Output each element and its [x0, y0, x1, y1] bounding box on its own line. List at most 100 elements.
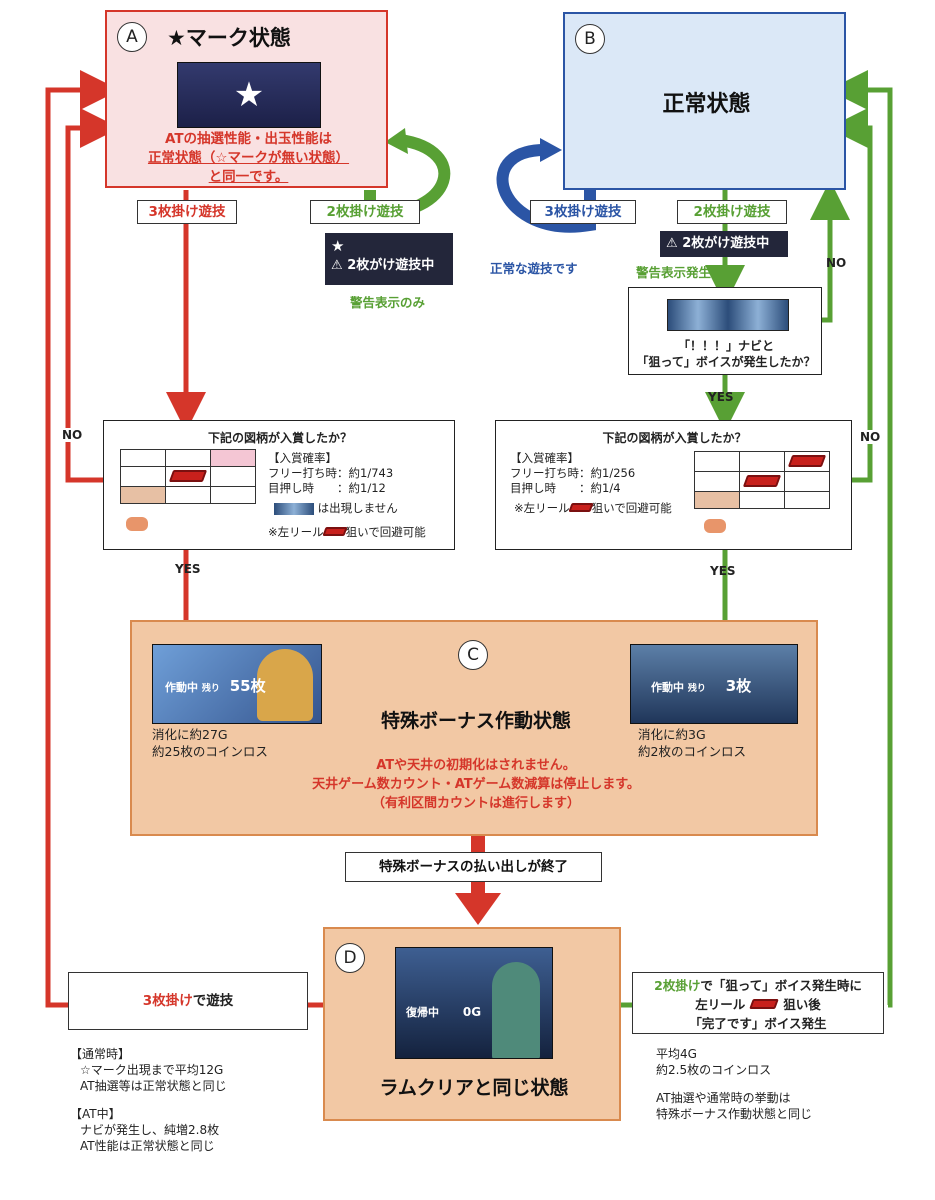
c-left-remain-label: 残り [201, 684, 220, 694]
payout-end-label: 特殊ボーナスの払い出しが終了 [345, 852, 602, 882]
state-b-title: 正常状態 [662, 92, 751, 117]
d-right-note-3: AT抽選や通常時の挙動は [656, 1091, 791, 1105]
cherry-symbol-icon [126, 517, 148, 531]
cherry-symbol-icon [704, 519, 726, 533]
question-left-not-appear: は出現しません [317, 501, 398, 515]
question-right-prob-header: 【入賞確率】 [510, 451, 579, 465]
seven-symbol-icon [168, 470, 208, 482]
state-a-desc-1: ATの抽選性能・出玉性能は [164, 131, 333, 147]
state-a-desc-2: 正常状態（☆マークが無い状態） [147, 150, 350, 166]
state-a-box: A ★マーク状態 ★ ATの抽選性能・出玉性能は 正常状態（☆マークが無い状態）… [105, 10, 388, 188]
d-right-line2-pre: 左リール [695, 997, 746, 1012]
a-warning-text: 2枚がけ遊技中 [347, 258, 435, 273]
d-screen-value: 0G [462, 1005, 482, 1019]
b-warning-caption: 警告表示発生 [636, 265, 712, 280]
c-right-remain-value: 3枚 [725, 677, 752, 695]
c-left-note-2: 約25枚のコインロス [152, 744, 268, 759]
c-right-note-2: 約2枚のコインロス [638, 744, 746, 759]
b-bet3-label: 3枚掛け遊技 [530, 200, 636, 224]
warning-icon: ⚠ [331, 258, 343, 273]
a-warning-caption: 警告表示のみ [350, 295, 426, 310]
c-right-remain-label: 残り [687, 684, 706, 694]
c-red-line-3: （有利区間カウントは進行します） [371, 796, 580, 811]
d-left-normal-2: AT抽選等は正常状態と同じ [80, 1079, 227, 1093]
c-right-note-1: 消化に約3G [638, 727, 706, 742]
star-mark-screen: ★ [177, 62, 321, 128]
b-warning-text: 2枚がけ遊技中 [682, 236, 770, 251]
c-left-note-1: 消化に約27G [152, 727, 228, 742]
b-no-top-label: NO [826, 256, 847, 270]
d-left-at-2: AT性能は正常状態と同じ [80, 1139, 215, 1153]
d-left-label-red: 3枚掛け [142, 993, 193, 1009]
b-bet2-label: 2枚掛け遊技 [677, 200, 787, 224]
d-left-label: 3枚掛けで遊技 [68, 972, 308, 1030]
navi-reel-image [667, 299, 789, 331]
question-left-box: 下記の図柄が入賞したか？ 【入賞確率】 フリー打ち時：約1/743 目押し時 ：… [103, 420, 455, 550]
a-bet3-label: 3枚掛け遊技 [137, 200, 237, 224]
question-right-grid [694, 451, 830, 509]
d-right-note-4: 特殊ボーナス作動状態と同じ [656, 1107, 813, 1121]
green-no-side [828, 108, 873, 483]
state-c-circle: C [458, 640, 488, 670]
question-left-avoid-pre: ※左リール [268, 525, 324, 539]
d-left-normal-header: 【通常時】 [70, 1047, 131, 1061]
warning-icon: ⚠ [666, 236, 678, 251]
d-left-normal-1: ☆マーク出現まで平均12G [80, 1063, 224, 1077]
b-no-side-label: NO [860, 430, 881, 444]
blue-loop-b [496, 144, 596, 233]
question-left-prob-eye: 目押し時 ：約1/12 [268, 481, 386, 495]
question-right-box: 下記の図柄が入賞したか？ 【入賞確率】 フリー打ち時：約1/256 目押し時 ：… [495, 420, 852, 550]
b-warning-screen: ⚠ 2枚がけ遊技中 [660, 231, 788, 257]
green-no-top [810, 180, 850, 323]
question-right-prob-free: フリー打ち時：約1/256 [510, 466, 636, 480]
state-b-circle: B [575, 24, 605, 54]
question-left-avoid-post: 狙いで回避可能 [345, 525, 426, 539]
seven-symbol-icon [749, 999, 780, 1009]
question-right-prob-eye: 目押し時 ：約1/4 [510, 481, 621, 495]
question-left-prob-header: 【入賞確率】 [268, 451, 337, 465]
b-yes-bottom-label: YES [710, 564, 736, 578]
green-loop-outer [828, 70, 893, 1008]
state-d-circle: D [335, 943, 365, 973]
question-right-title: 下記の図柄が入賞したか？ [602, 431, 747, 445]
d-right-line3: 「完了です」ボイス発生 [689, 1016, 827, 1031]
d-right-line2-post: 狙い後 [783, 997, 821, 1012]
seven-symbol-icon [568, 503, 594, 512]
d-right-line1-green: 2枚掛け [654, 978, 701, 993]
a-bet2-label: 2枚掛け遊技 [310, 200, 420, 224]
d-screen-status: 復帰中 [406, 1006, 439, 1019]
question-left-grid [120, 449, 256, 504]
seven-symbol-icon [787, 455, 827, 467]
question-left-title: 下記の図柄が入賞したか？ [207, 431, 352, 445]
c-red-line-2: 天井ゲーム数カウント・ATゲーム数減算は停止します。 [312, 777, 640, 792]
navi-question-box: 「！！！」ナビと 「狙って」ボイスが発生したか？ [628, 287, 822, 375]
question-right-avoid-post: 狙いで回避可能 [591, 501, 672, 515]
d-right-note-1: 平均4G [656, 1047, 697, 1061]
d-left-at-header: 【AT中】 [70, 1107, 121, 1121]
star-icon: ★ [233, 75, 265, 115]
state-a-desc-3: と同一です。 [208, 169, 289, 185]
c-right-status: 作動中 [651, 681, 684, 694]
b-yes-label: YES [708, 390, 734, 404]
state-a-circle: A [117, 22, 147, 52]
state-d-title: ラムクリアと同じ状態 [379, 1077, 569, 1099]
state-b-box: B 正常状態 [563, 12, 846, 190]
d-left-label-rest: で遊技 [192, 993, 234, 1009]
state-a-title: ★マーク状態 [167, 26, 291, 50]
d-screen: 復帰中 0G [395, 947, 553, 1059]
red-no-loop [65, 108, 120, 483]
seven-symbol-icon [742, 475, 782, 487]
c-left-remain-value: 55枚 [229, 677, 266, 695]
d-right-note-2: 約2.5枚のコインロス [656, 1063, 772, 1077]
d-left-at-1: ナビが発生し、純増2.8枚 [80, 1123, 220, 1137]
c-red-line-1: ATや天井の初期化はされません。 [376, 758, 576, 773]
navi-question-1: 「！！！」ナビと [677, 339, 774, 353]
question-right-avoid-pre: ※左リール [514, 501, 570, 515]
seven-symbol-icon [322, 527, 348, 536]
state-d-box: D 復帰中 0G ラムクリアと同じ状態 [323, 927, 621, 1121]
c-left-status: 作動中 [165, 681, 198, 694]
navi-symbol-icon [274, 502, 314, 515]
a-warning-star: ★ [331, 237, 345, 255]
question-left-prob-free: フリー打ち時：約1/743 [268, 466, 394, 480]
